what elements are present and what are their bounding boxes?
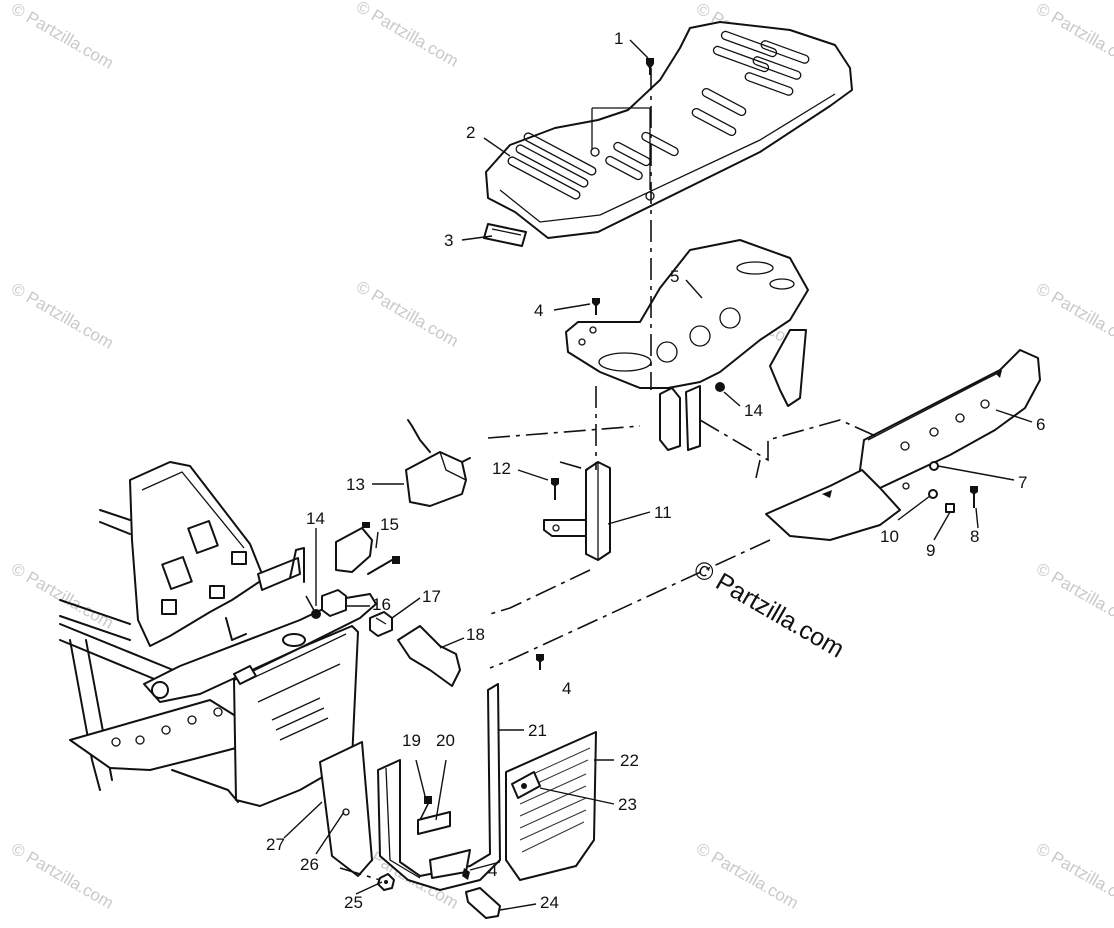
frame-assembly [59, 461, 377, 803]
part-15-bolt [362, 522, 400, 575]
callout-12: 12 [492, 459, 511, 478]
callout-14: 14 [306, 509, 325, 528]
callout-8: 8 [970, 527, 979, 546]
watermark-text: © Partzilla.com [8, 279, 117, 353]
callout-17: 17 [422, 587, 441, 606]
callout-2: 2 [466, 123, 475, 142]
part-5-rack-support [565, 239, 809, 451]
part-7-10-hardware [928, 461, 978, 513]
watermark-text: © Partzilla.com [1033, 559, 1114, 633]
part-22-mud-flap [505, 731, 597, 881]
part-24-clip [465, 887, 501, 919]
part-16-bushing [321, 589, 347, 617]
callout-16: 16 [372, 595, 391, 614]
callout-7: 7 [1018, 473, 1027, 492]
rack-slots [507, 30, 810, 200]
part-14-nut-upper [715, 382, 725, 392]
part-17-bushing [369, 611, 393, 637]
part-4-screw-upper [592, 298, 600, 315]
watermark-text: © Partzilla.com [8, 0, 117, 73]
part-2-rear-rack [485, 21, 853, 239]
callout-27: 27 [266, 835, 285, 854]
callout-22: 22 [620, 751, 639, 770]
part-1-bolt [646, 58, 654, 75]
callout-26: 26 [300, 855, 319, 874]
callout-20: 20 [436, 731, 455, 750]
callout-labels: 1 2 3 4 5 6 7 8 9 10 11 12 13 14 14 15 1… [266, 29, 1045, 912]
callout-21: 21 [528, 721, 547, 740]
callout-24: 24 [540, 893, 559, 912]
callout-11: 11 [654, 503, 672, 522]
leader-lines [283, 39, 1033, 911]
callout-14: 14 [744, 401, 763, 420]
watermark-text: © Partzilla.com [353, 0, 462, 71]
callout-5: 5 [670, 267, 679, 286]
callout-19: 19 [402, 731, 421, 750]
part-21-flap-bracket [377, 683, 501, 891]
callout-13: 13 [346, 475, 365, 494]
part-6-rear-bumper [765, 349, 1041, 541]
callout-3: 3 [444, 231, 453, 250]
callout-18: 18 [466, 625, 485, 644]
callout-25: 25 [344, 893, 363, 912]
callout-4: 4 [562, 679, 571, 698]
part-11-bracket [543, 461, 611, 561]
callout-23: 23 [618, 795, 637, 814]
part-4-screw-middle [536, 654, 544, 670]
callout-6: 6 [1036, 415, 1045, 434]
watermark-text: © Partzilla.com [1033, 839, 1114, 913]
part-18-strap [397, 625, 461, 687]
callout-9: 9 [926, 541, 935, 560]
callout-15: 15 [380, 515, 399, 534]
part-12-bolt [551, 478, 559, 500]
watermark-text: © Partzilla.com [8, 839, 117, 913]
callout-1: 1 [614, 29, 623, 48]
watermark-text: © Partzilla.com [353, 277, 462, 351]
watermark-text: © Partzilla.com [693, 839, 802, 913]
watermark-text: © Partzilla.com [1033, 0, 1114, 73]
callout-4: 4 [534, 301, 543, 320]
callout-10: 10 [880, 527, 899, 546]
part-3-reflector [483, 223, 527, 247]
watermark-text: © Partzilla.com [8, 559, 117, 633]
watermark-main: © Partzilla.com [689, 555, 849, 663]
part-13-taillight [405, 419, 471, 507]
part-4-screw-lower [462, 868, 470, 880]
part-27-side-panel [319, 741, 373, 877]
callout-4: 4 [488, 861, 497, 880]
assembly-lines [305, 68, 881, 881]
watermark-text: © Partzilla.com [1033, 279, 1114, 353]
